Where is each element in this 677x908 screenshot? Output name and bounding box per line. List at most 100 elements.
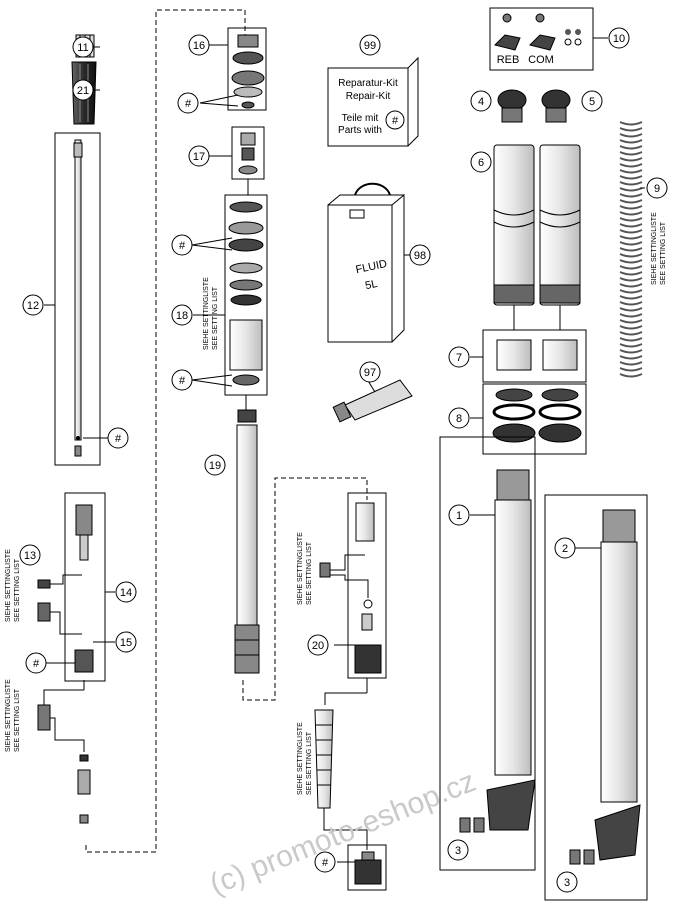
svg-text:13: 13	[24, 550, 36, 562]
spring-coil	[619, 289, 643, 294]
dashed-leader-19	[242, 477, 368, 701]
part-6-tubes	[493, 144, 581, 330]
callout-99: 99	[359, 34, 381, 56]
hash-callout-12: #	[107, 427, 129, 449]
spring-coil	[619, 181, 643, 186]
part-17-valve	[238, 132, 258, 175]
callout-13: 13	[19, 544, 41, 566]
part-20-valve-group	[319, 502, 382, 674]
callout-7: 7	[448, 346, 470, 368]
callout-leaders	[44, 37, 645, 863]
spring-coil	[619, 343, 643, 348]
spring-coil	[619, 199, 643, 204]
callout-16: 16	[188, 34, 210, 56]
spring-coil	[619, 301, 643, 306]
callout-2: 2	[554, 537, 576, 559]
part-bottom-box	[347, 844, 387, 891]
setting-list-lower-a: SIEHE SETTINGLISTE	[5, 679, 12, 752]
hash-callout-18b: #	[171, 369, 193, 391]
spring-coil	[619, 205, 643, 210]
setting-list-cone-a: SIEHE SETTINGLISTE	[297, 722, 304, 795]
spring-coil	[619, 337, 643, 342]
spring-coil	[619, 193, 643, 198]
svg-text:#: #	[185, 98, 192, 110]
callout-12: 12	[22, 294, 44, 316]
repair-kit-line4: Parts with	[338, 125, 382, 136]
callout-3-left: 3	[447, 839, 469, 861]
callout-17: 17	[188, 145, 210, 167]
setting-list-cone-b: SEE SETTING LIST	[306, 731, 313, 795]
repair-kit-line3: Teile mit	[342, 113, 379, 124]
spring-coil	[619, 235, 643, 240]
svg-text:18: 18	[176, 310, 188, 322]
svg-text:14: 14	[120, 587, 132, 599]
part-20-spring-cone	[314, 709, 334, 809]
spring-coil	[619, 361, 643, 366]
svg-text:#: #	[322, 857, 329, 869]
spring-coil	[619, 157, 643, 162]
svg-text:97: 97	[364, 367, 376, 379]
part-12-box	[54, 132, 101, 466]
fluid-can: FLUID 5L	[327, 182, 405, 343]
spring-coil	[619, 247, 643, 252]
svg-text:8: 8	[456, 413, 462, 425]
callout-5: 5	[581, 90, 603, 112]
part-5-cap	[541, 89, 571, 123]
hash-callout-16: #	[177, 92, 199, 114]
dashed-leader-main	[85, 9, 246, 853]
part-16-box	[227, 27, 267, 111]
svg-text:2: 2	[562, 543, 568, 555]
setting-list-18-a: SIEHE SETTINGLISTE	[203, 277, 210, 350]
hash-callout-bottom: #	[314, 851, 336, 873]
repair-kit-line1: Reparatur-Kit	[338, 78, 398, 89]
spring-coil	[619, 325, 643, 330]
callout-8: 8	[448, 407, 470, 429]
part-2-inner-tube	[569, 509, 641, 865]
spring-coil	[619, 253, 643, 258]
svg-text:5: 5	[589, 96, 595, 108]
watermark-text: (c) promoto-eshop.cz	[205, 765, 480, 902]
repair-kit-line2: Repair-Kit	[346, 91, 391, 102]
svg-text:9: 9	[654, 183, 660, 195]
part-12-piston-rod	[73, 139, 83, 457]
callout-3-right: 3	[556, 871, 578, 893]
callout-11: 11	[72, 36, 94, 58]
part-1-inner-tube	[459, 469, 536, 833]
bottom-valve	[354, 851, 382, 885]
svg-text:10: 10	[613, 33, 625, 45]
setting-list-20-a: SIEHE SETTINGLISTE	[297, 532, 304, 605]
svg-text:4: 4	[478, 96, 484, 108]
part-1-box	[439, 436, 536, 871]
setting-list-18-b: SEE SETTING LIST	[212, 286, 219, 350]
setting-list-spring-a: SIEHE SETTINGLISTE	[651, 212, 658, 285]
svg-text:7: 7	[456, 352, 462, 364]
spring-coil	[619, 217, 643, 222]
svg-text:11: 11	[77, 42, 88, 54]
callout-21: 21	[72, 79, 94, 101]
spring-coil	[619, 367, 643, 372]
repair-kit-box: Reparatur-Kit Repair-Kit Teile mit Parts…	[327, 56, 419, 147]
spring-coil	[619, 265, 643, 270]
setting-list-labels: SIEHE SETTINGLISTE SEE SETTING LIST SIEH…	[5, 212, 667, 795]
svg-text:3: 3	[455, 845, 461, 857]
spring-coil	[619, 271, 643, 276]
spring-coil	[619, 187, 643, 192]
spring-coil	[619, 373, 643, 378]
part-10-adjusters: REB COM	[494, 13, 582, 66]
spring-coil	[619, 121, 643, 126]
part-16-cap-assembly	[231, 34, 265, 109]
repair-kit-hash: #	[392, 115, 399, 127]
fluid-volume: 5L	[364, 278, 378, 292]
setting-list-20-b: SEE SETTING LIST	[306, 541, 313, 605]
setting-list-spring-b: SEE SETTING LIST	[660, 221, 667, 285]
spring-coil	[619, 139, 643, 144]
part-9-spring	[619, 121, 643, 378]
part-13-shims	[37, 579, 51, 622]
com-label: COM	[528, 54, 554, 66]
spring-coil	[619, 319, 643, 324]
svg-text:16: 16	[193, 40, 205, 52]
svg-text:20: 20	[312, 640, 324, 652]
svg-text:6: 6	[478, 157, 484, 169]
spring-coil	[619, 349, 643, 354]
spring-coil	[619, 163, 643, 168]
